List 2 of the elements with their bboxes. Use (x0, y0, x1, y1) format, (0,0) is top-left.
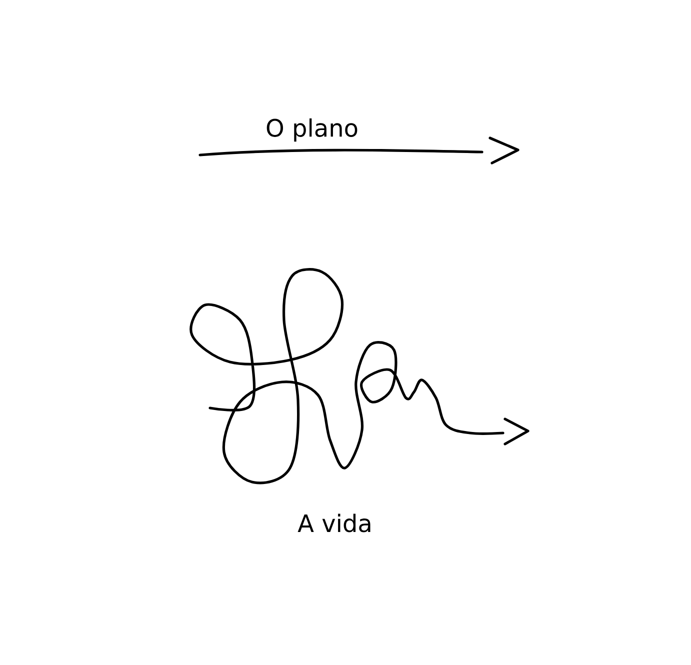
handwritten-label: O plano (266, 118, 358, 142)
handwritten-label: A vida (298, 514, 370, 532)
